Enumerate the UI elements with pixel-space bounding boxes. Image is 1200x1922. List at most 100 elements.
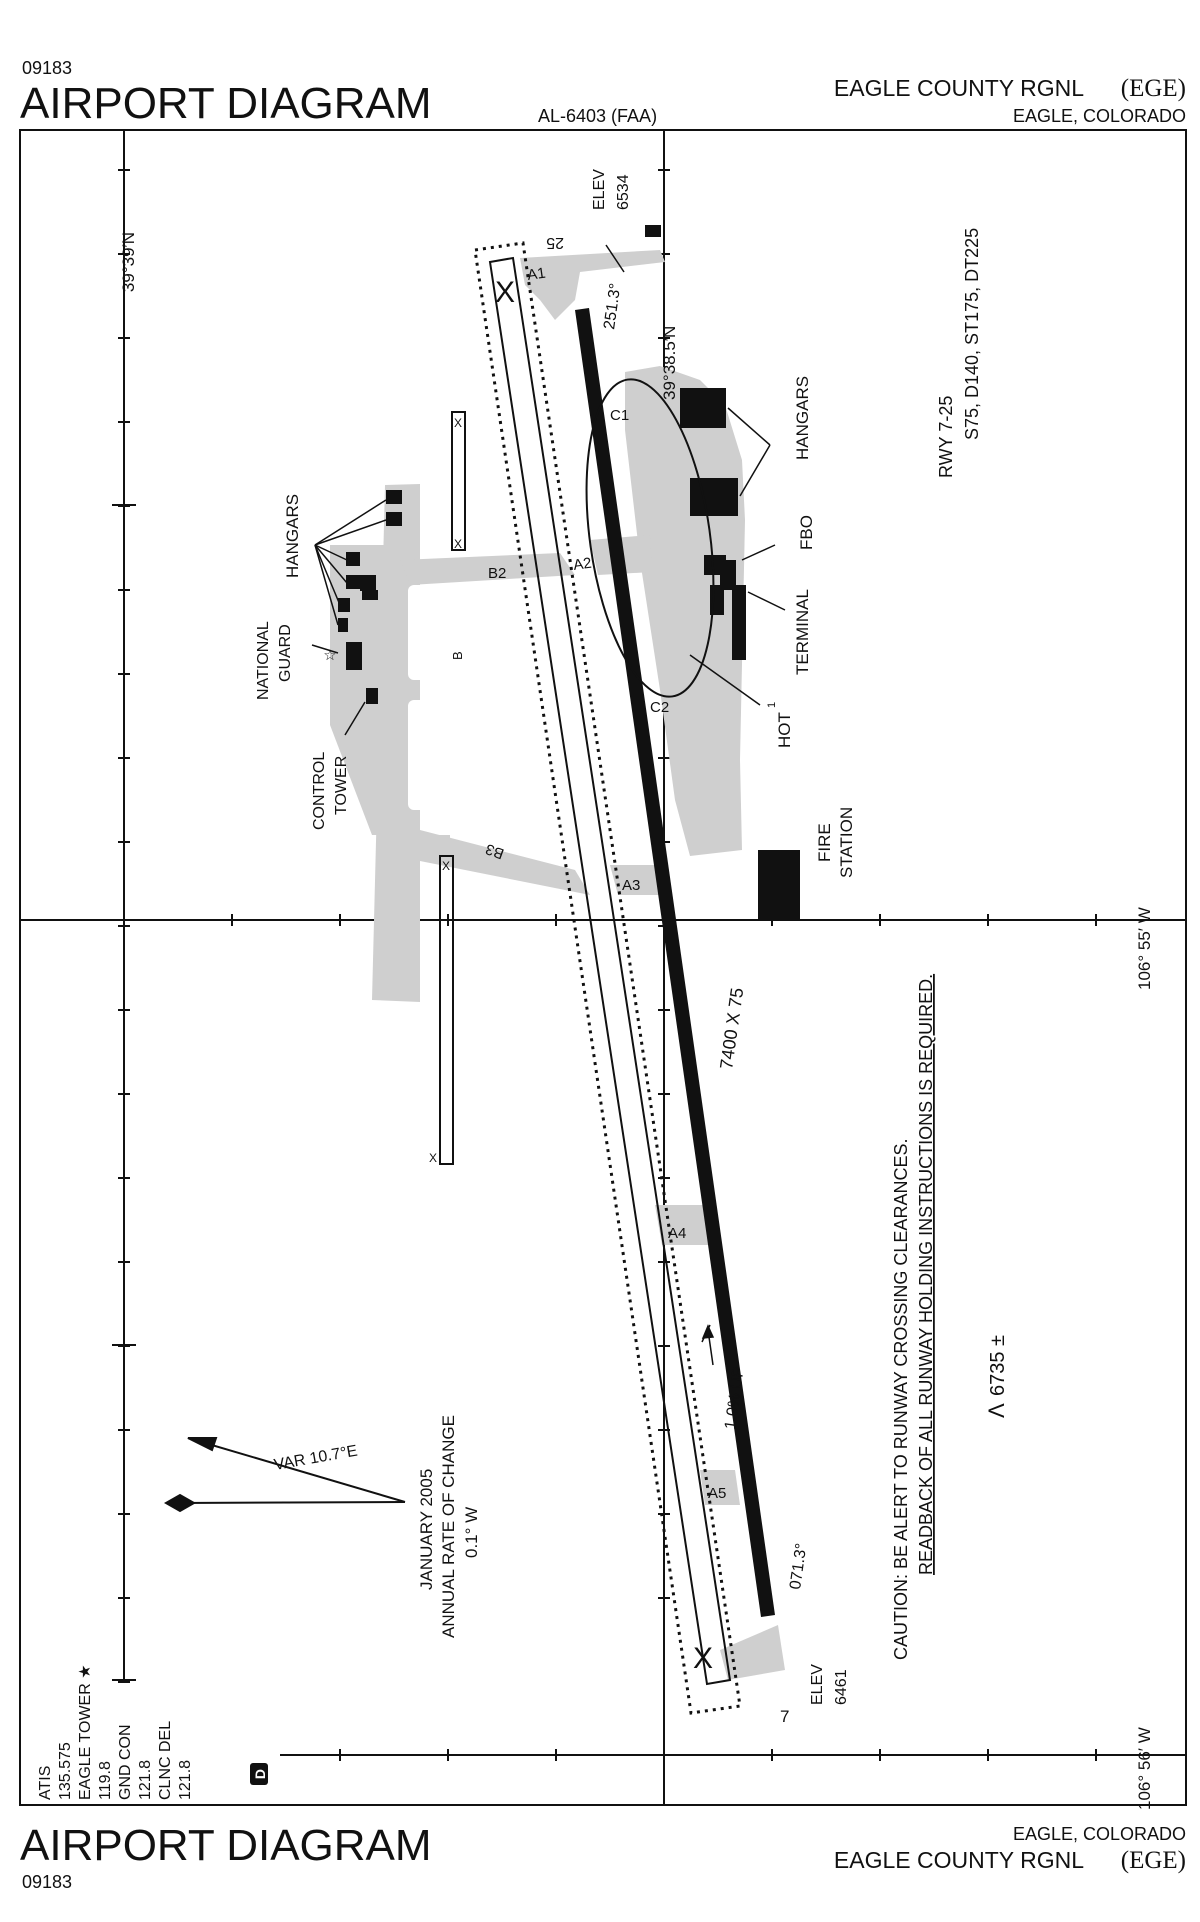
tower-label: EAGLE TOWER ★ bbox=[77, 1664, 94, 1800]
obstacle-symbol: Λ bbox=[984, 1403, 1009, 1418]
hangar-west-1 bbox=[386, 490, 402, 504]
star-symbol: ☆ bbox=[323, 647, 336, 664]
svg-text:X: X bbox=[442, 859, 450, 873]
rwy7-end-area bbox=[720, 1625, 785, 1680]
label-control-tower-line2: TOWER bbox=[333, 756, 350, 815]
closed-x-south: X bbox=[693, 1642, 713, 1675]
buildings bbox=[338, 225, 800, 920]
clearance-frequency: 121.8 bbox=[177, 1760, 194, 1800]
elev-label-25: ELEV bbox=[591, 169, 608, 210]
taxiway-a5-area bbox=[700, 1470, 740, 1505]
control-tower bbox=[366, 688, 378, 704]
d-badge bbox=[250, 1763, 268, 1785]
lon-label-right: 106° 55′ W bbox=[1135, 907, 1154, 990]
taxiway-a4: A4 bbox=[668, 1225, 686, 1242]
gradient-arrow bbox=[701, 1324, 715, 1366]
hangar-west-8 bbox=[338, 618, 348, 632]
closed-runway-dotted-boundary bbox=[473, 241, 742, 1715]
hangar-west-3 bbox=[346, 552, 360, 566]
taxiway-b2-area bbox=[400, 553, 575, 585]
header-airport-id: (EGE) bbox=[1121, 75, 1186, 102]
runway-designation: RWY 7-25 bbox=[936, 396, 956, 478]
west-apron-islands bbox=[408, 585, 438, 810]
lat-label-mid: 39°38.5′N bbox=[660, 326, 679, 400]
header-volume-date: 09183 bbox=[22, 58, 72, 78]
closed-west-strips bbox=[439, 411, 466, 1165]
lat-label-top: 39°39′N bbox=[119, 232, 138, 292]
ground-frequency: 121.8 bbox=[137, 1760, 154, 1800]
ground-label: GND CON bbox=[117, 1724, 134, 1800]
footer-airport-id: (EGE) bbox=[1121, 1847, 1186, 1874]
taxiway-b3: B3 bbox=[483, 840, 506, 862]
footer-volume-date: 09183 bbox=[22, 1872, 72, 1892]
hangar-east-2 bbox=[690, 478, 738, 516]
true-north-line bbox=[177, 1501, 406, 1504]
lon-label-left: 106° 56′ W bbox=[1135, 1727, 1154, 1810]
tower-frequency: 119.8 bbox=[97, 1761, 114, 1800]
west-apron bbox=[330, 545, 385, 835]
header-title: AIRPORT DIAGRAM bbox=[20, 79, 432, 128]
taxiway-a4-area bbox=[655, 1205, 712, 1245]
closed-parallel-runway bbox=[488, 256, 732, 1686]
taxiway-a1-area bbox=[520, 250, 665, 320]
heading-7: 071.3° bbox=[787, 1542, 810, 1590]
terminal-building-3 bbox=[732, 585, 746, 660]
diagram-frame bbox=[19, 129, 1187, 1806]
obstacle-elevation: 6735 ± bbox=[987, 1335, 1009, 1396]
terminal-building-1 bbox=[720, 560, 736, 590]
label-hot-superscript: 1 bbox=[766, 702, 778, 708]
hot-spot-1-ellipse bbox=[585, 378, 715, 698]
label-fire-line1: FIRE bbox=[815, 823, 834, 862]
graticule bbox=[20, 130, 1186, 1805]
footer-city-state: EAGLE, COLORADO bbox=[1013, 1824, 1186, 1844]
hangar-west-5 bbox=[360, 575, 376, 591]
national-guard-building bbox=[346, 642, 362, 670]
header-city-state: EAGLE, COLORADO bbox=[1013, 106, 1186, 126]
elev-label-7: ELEV bbox=[809, 1664, 826, 1705]
header-procedure-id: AL-6403 (FAA) bbox=[538, 106, 657, 126]
taxiway-a1: A1 bbox=[526, 265, 547, 284]
elev-marker-25 bbox=[645, 225, 661, 237]
taxiway-b2: B2 bbox=[488, 565, 506, 582]
label-national-guard-line2: GUARD bbox=[277, 624, 294, 682]
magnetic-date: JANUARY 2005 bbox=[417, 1469, 436, 1590]
svg-text:X: X bbox=[454, 416, 462, 430]
taxiway-c1: C1 bbox=[610, 407, 629, 424]
magnetic-variation-arrows bbox=[163, 1437, 406, 1513]
atis-frequency: 135.575 bbox=[57, 1742, 74, 1800]
label-fire-line2: STATION bbox=[837, 807, 856, 878]
d-badge-letter: D bbox=[252, 1769, 268, 1779]
taxiway-a3-area bbox=[610, 865, 662, 895]
label-hangars-west: HANGARS bbox=[283, 494, 302, 578]
magnetic-rate-label: ANNUAL RATE OF CHANGE bbox=[439, 1415, 458, 1638]
label-hot: HOT bbox=[775, 712, 794, 748]
magnetic-variation: VAR 10.7°E bbox=[273, 1443, 359, 1474]
taxiway-b: B bbox=[450, 651, 465, 660]
clearance-label: CLNC DEL bbox=[157, 1721, 174, 1800]
pavement-areas bbox=[330, 250, 785, 1680]
elev-value-25: 6534 bbox=[615, 174, 632, 210]
taxiway-a3: A3 bbox=[622, 877, 640, 894]
graticule-ticks bbox=[112, 169, 1097, 1761]
runway-dimensions: 7400 X 75 bbox=[716, 986, 747, 1070]
runway-7-25 bbox=[575, 308, 775, 1617]
label-terminal: TERMINAL bbox=[793, 589, 812, 675]
taxiway-a5: A5 bbox=[708, 1485, 726, 1502]
fire-station bbox=[758, 850, 800, 920]
hangar-west-7 bbox=[338, 598, 350, 612]
caution-line2: READBACK OF ALL RUNWAY HOLDING INSTRUCTI… bbox=[916, 974, 936, 1575]
hangar-west-2 bbox=[386, 512, 402, 526]
header-airport-name: EAGLE COUNTY RGNL bbox=[834, 75, 1084, 101]
leader-lines bbox=[311, 244, 786, 1343]
runway-end-25: 25 bbox=[546, 234, 564, 251]
hangar-west-4 bbox=[346, 575, 360, 589]
taxiway-b3-area bbox=[415, 830, 590, 895]
hangar-east-1 bbox=[680, 388, 726, 428]
magnetic-rate-value: 0.1° W bbox=[462, 1507, 481, 1558]
closed-x-north: X bbox=[495, 276, 515, 309]
true-north-diamond bbox=[163, 1493, 197, 1513]
caution-line1: CAUTION: BE ALERT TO RUNWAY CROSSING CLE… bbox=[891, 1139, 911, 1660]
atis-label: ATIS bbox=[37, 1766, 54, 1800]
magnetic-north-arrowhead bbox=[187, 1437, 218, 1452]
